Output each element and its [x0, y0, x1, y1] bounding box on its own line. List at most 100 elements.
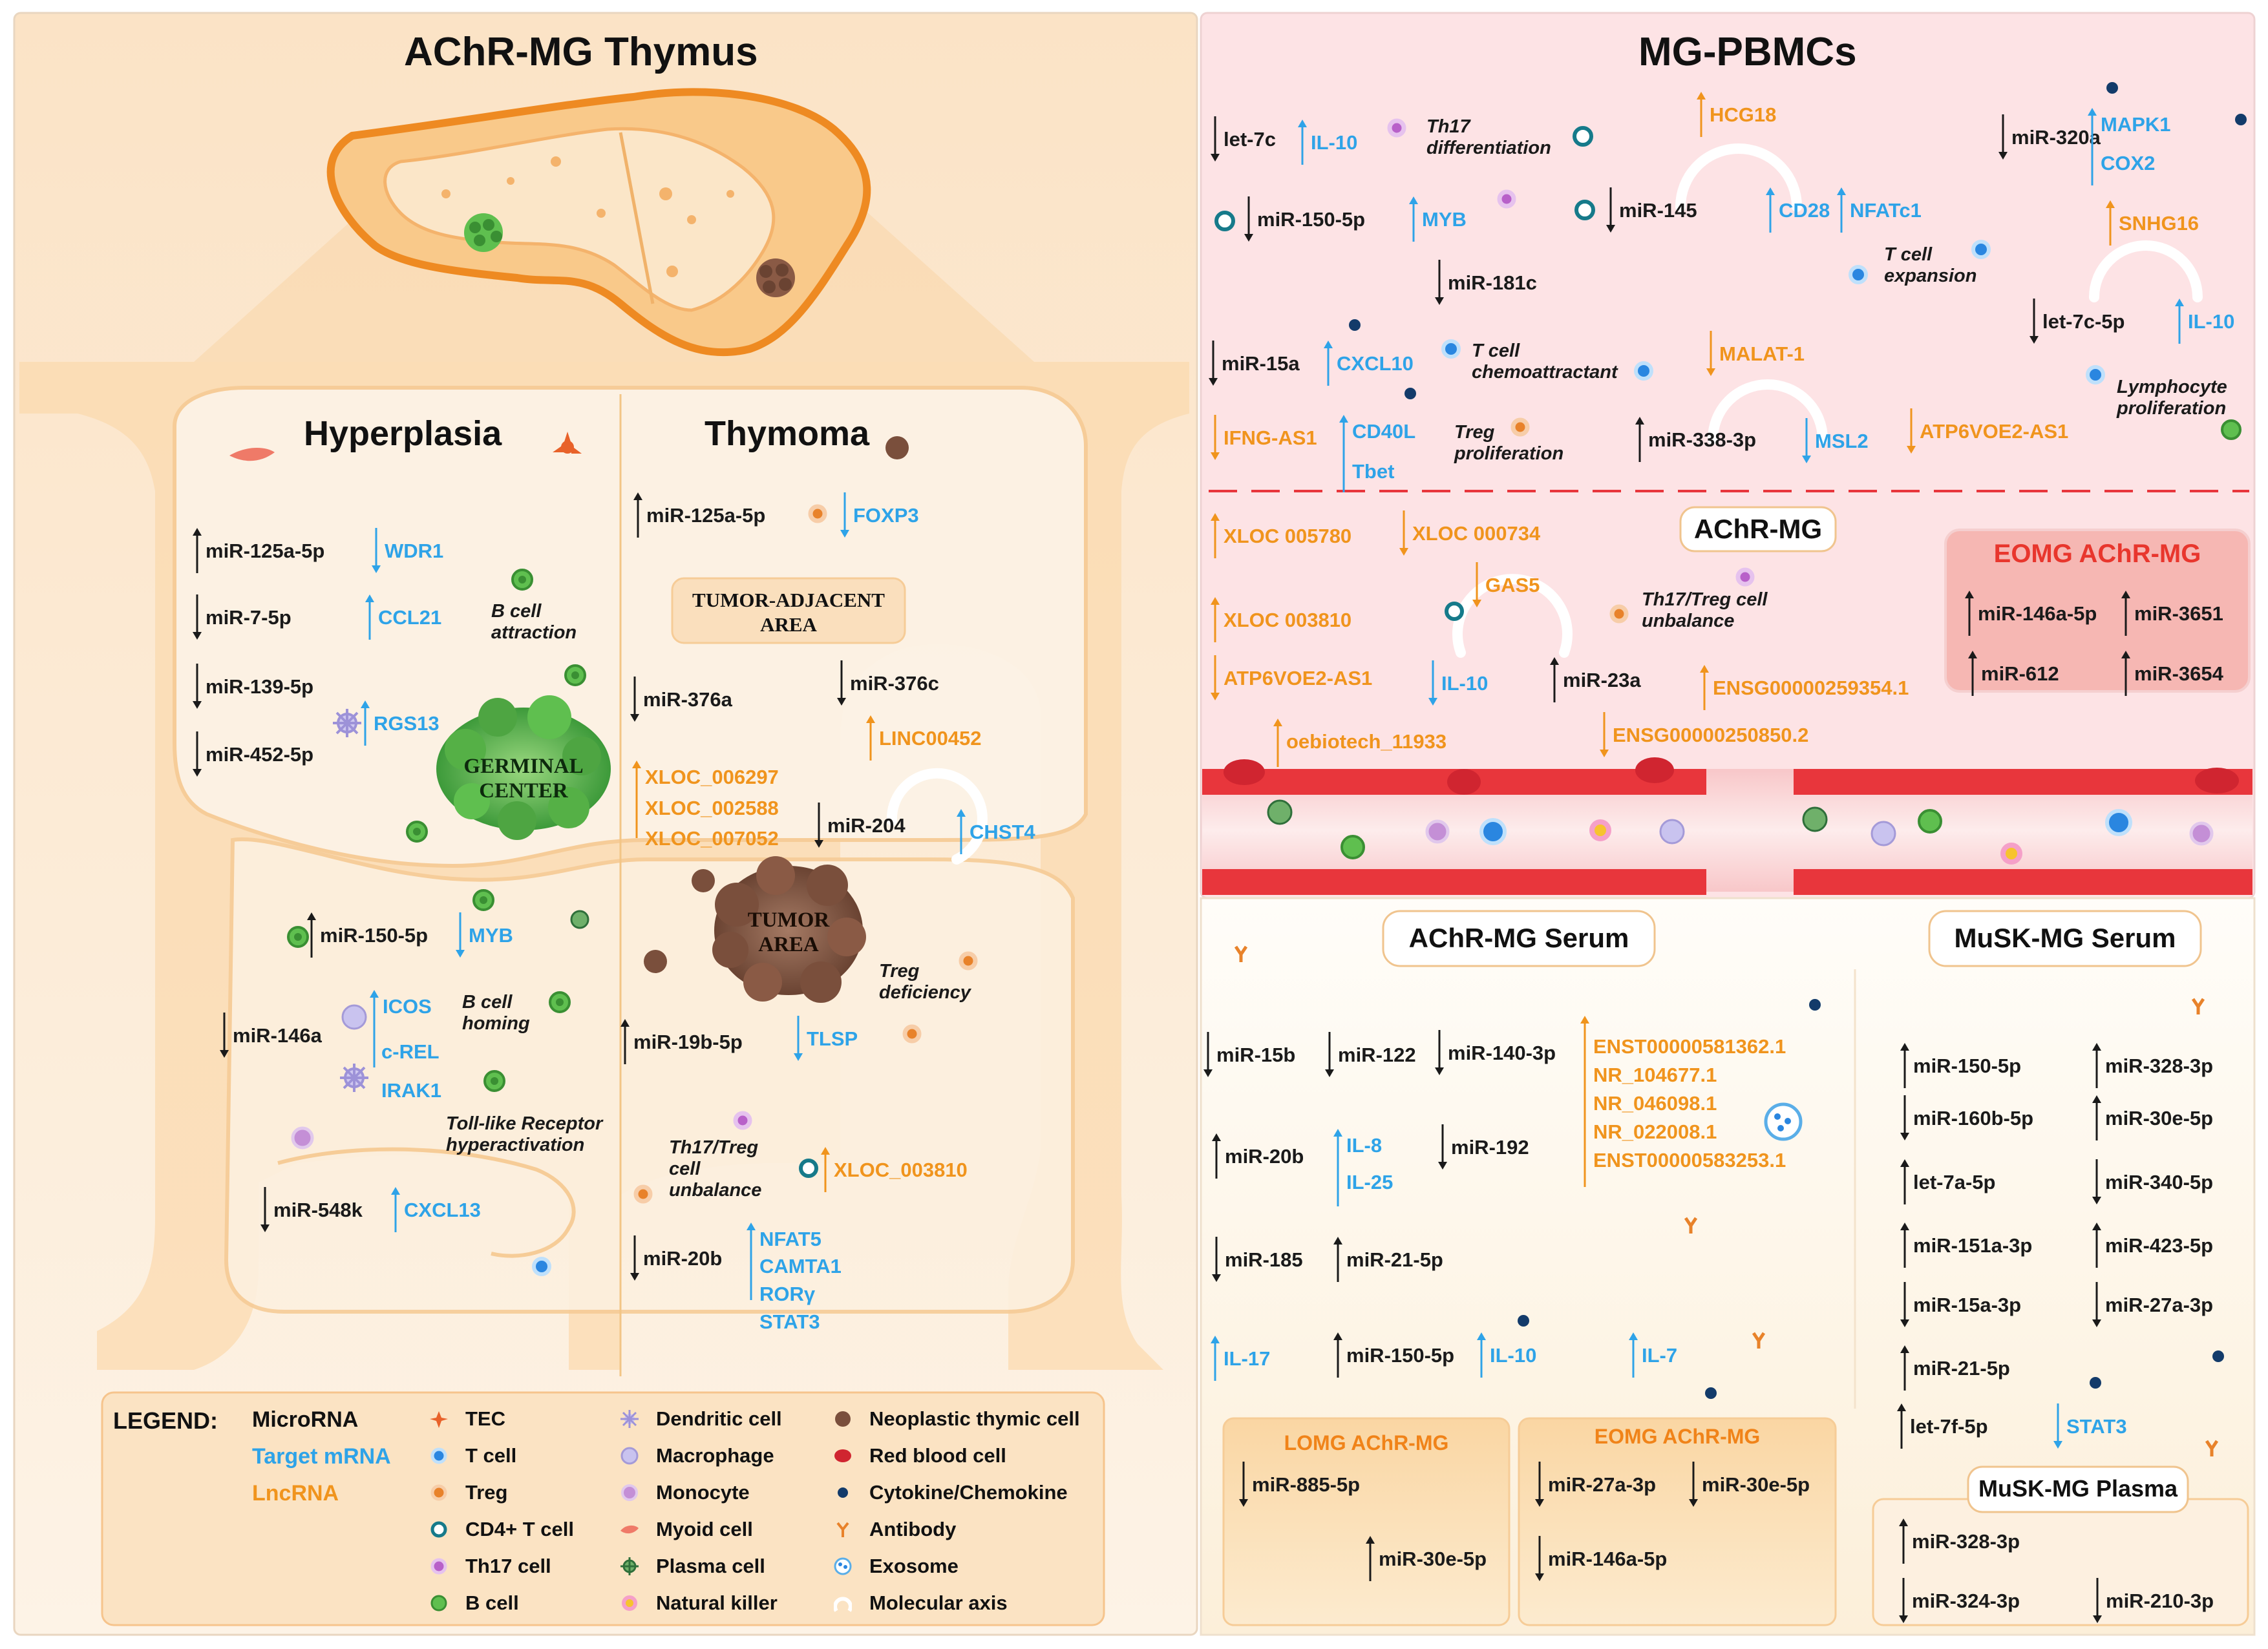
musk_serum-m-mir151a-label: miR-151a-3p	[1913, 1234, 2033, 1257]
achr_serum-s-il8-label: IL-8	[1346, 1134, 1383, 1157]
thymoma-chst4-label: CHST4	[970, 821, 1035, 843]
achr_mg-xloc003810-label: XLOC 003810	[1224, 609, 1352, 631]
achr_mg-mir23a-label: miR-23a	[1563, 669, 1641, 691]
legend-neoplastic-icon	[834, 1410, 852, 1431]
thymus-tumor-cluster	[756, 258, 795, 297]
hyperplasia-mir139-label: miR-139-5p	[206, 675, 314, 698]
pbmc-let7c5p-label: let-7c-5p	[2042, 310, 2125, 333]
pbmc-mir181c-label: miR-181c	[1448, 271, 1537, 294]
legend-rbc-icon	[834, 1447, 852, 1468]
legend-cell-label: TEC	[465, 1407, 505, 1430]
legend-plasma-icon	[620, 1557, 639, 1579]
thymoma-xloc007052-label: XLOC_007052	[645, 827, 779, 850]
achr-mg-label: AChR-MG	[1693, 514, 1823, 544]
pbmc-hcg18-label: HCG18	[1710, 103, 1777, 126]
pbmc-mir15a-label: miR-15a	[1222, 352, 1300, 375]
lomg-l-mir885-label: miR-885-5p	[1252, 1473, 1361, 1496]
thymus-gc-cluster	[464, 213, 503, 252]
cd4-cells	[799, 126, 1595, 1178]
legend-box	[101, 1391, 1105, 1626]
musk_serum-m-mir30e-label: miR-30e-5p	[2105, 1107, 2214, 1129]
hyperplasia-mir452-label: miR-452-5p	[206, 743, 314, 766]
legend-th17-icon	[430, 1557, 448, 1579]
eomg_serum-es-mir30e-label: miR-30e-5p	[1702, 1473, 1810, 1496]
pbmc-mir150-p-label: miR-150-5p	[1257, 208, 1366, 231]
hyperplasia-myb-label: MYB	[469, 924, 513, 947]
musk_serum-m-mir423-label: miR-423-5p	[2105, 1234, 2214, 1257]
legend-title: LEGEND:	[113, 1407, 218, 1434]
legend-macrophage-icon	[620, 1447, 639, 1468]
pbmc-atp6voe2-a-label: ATP6VOE2-AS1	[1920, 420, 2069, 443]
legend-cd4-icon	[430, 1520, 448, 1542]
serum-lncrna-item: NR_046098.1	[1593, 1092, 1717, 1115]
thymoma-mir20b-t-label: miR-20b	[643, 1247, 723, 1270]
legend-cell-label: Treg	[465, 1481, 508, 1504]
cytokines	[1349, 82, 2247, 1399]
note-b-homing: B cell homing	[462, 992, 530, 1034]
legend-axis-icon	[833, 1594, 853, 1615]
legend-cell-label: Exosome	[869, 1555, 959, 1577]
neoplastic-cells	[644, 436, 909, 973]
achr_serum-s-mir21-label: miR-21-5p	[1346, 1248, 1443, 1271]
legend-cell-label: Natural killer	[656, 1591, 778, 1614]
thymoma-stat3-t-label: STAT3	[759, 1310, 820, 1333]
pbmc-tbet-label: Tbet	[1352, 460, 1395, 483]
legend-tcell-icon	[430, 1447, 448, 1468]
achr_serum-s-mir20b-label: miR-20b	[1225, 1145, 1304, 1168]
achr_serum-s-mir185-label: miR-185	[1225, 1248, 1303, 1271]
serum-lncrna-item: NR_022008.1	[1593, 1120, 1717, 1143]
achr-serum-title: AChR-MG Serum	[1408, 923, 1629, 953]
tumor-blob	[712, 856, 866, 1003]
musk-serum-title: MuSK-MG Serum	[1954, 923, 2176, 953]
legend-treg-icon	[430, 1484, 448, 1505]
achr_serum-s-mir122-label: miR-122	[1338, 1044, 1416, 1066]
musk_plasma-p-mir324-label: miR-324-3p	[1912, 1590, 2020, 1612]
note-t-expansion: T cell expansion	[1884, 244, 1977, 286]
germinal-center-blob	[436, 695, 611, 840]
achr_mg-atp6voe2-b-label: ATP6VOE2-AS1	[1224, 667, 1373, 689]
achr_mg-xloc005780-label: XLOC 005780	[1224, 525, 1352, 547]
hyperplasia-rgs13-label: RGS13	[374, 712, 440, 735]
achr_serum-s-il7-label: IL-7	[1642, 1344, 1678, 1367]
note-th17-thymoma: Th17/Treg cell unbalance	[669, 1137, 762, 1201]
legend-cell-label: Molecular axis	[869, 1591, 1008, 1614]
serum-lncrna-item: ENST00000583253.1	[1593, 1149, 1786, 1171]
pbmc-malat1-label: MALAT-1	[1719, 342, 1805, 365]
blood-vessel	[1202, 757, 2252, 895]
thymoma-foxp3-label: FOXP3	[853, 504, 919, 527]
thymoma-mir125a-t-label: miR-125a-5p	[646, 504, 766, 527]
axis-arc-thymoma	[886, 768, 988, 865]
pbmc-cox2-label: COX2	[2101, 152, 2156, 174]
note-th17-diff: Th17 differentiation	[1426, 116, 1551, 158]
achr_mg-xloc000734-label: XLOC 000734	[1412, 522, 1541, 545]
pbmc-cd40l-label: CD40L	[1352, 420, 1416, 443]
pbmc-mapk1-label: MAPK1	[2101, 113, 2171, 136]
eomg-pbmc-box	[1944, 529, 2251, 693]
th17-cells	[733, 118, 1755, 1130]
germinal-center-label: GERMINAL CENTER	[463, 755, 584, 803]
pbmc-nfatc1-label: NFATc1	[1850, 199, 1922, 222]
hyperplasia-crel-label: c-REL	[381, 1040, 440, 1063]
pbmc-il10-b-label: IL-10	[2188, 310, 2235, 333]
note-b-attraction: B cell attraction	[491, 601, 577, 643]
plasma-cells	[570, 799, 1828, 929]
title-hyperplasia: Hyperplasia	[304, 414, 502, 453]
legend-cell-label: Cytokine/Chemokine	[869, 1481, 1068, 1504]
legend-cell-label: Monocyte	[656, 1481, 750, 1504]
tumor-adjacent-label: TUMOR-ADJACENT AREA	[692, 589, 885, 636]
serum-lncrna-item: ENST00000581362.1	[1593, 1035, 1786, 1058]
legend-cell-label: Antibody	[869, 1518, 957, 1540]
lomg-title: LOMG AChR-MG	[1284, 1431, 1449, 1455]
eomg_pbmc-e-mir612-label: miR-612	[1981, 662, 2059, 685]
legend-cell-label: Neoplastic thymic cell	[869, 1407, 1080, 1430]
musk_plasma-p-mir328-label: miR-328-3p	[1912, 1530, 2020, 1553]
axis-arc-gas5	[1452, 574, 1573, 658]
serum-lncrna-item: NR_104677.1	[1593, 1064, 1717, 1086]
thymoma-rorg-label: RORγ	[759, 1283, 816, 1305]
pbmc-ifngas1-label: IFNG-AS1	[1224, 426, 1317, 449]
achr_mg-il10-c-label: IL-10	[1441, 672, 1489, 695]
hyperplasia-mir7-label: miR-7-5p	[206, 606, 291, 629]
legend-cell-label: Macrophage	[656, 1444, 774, 1467]
musk_serum-m-let7f-label: let-7f-5p	[1910, 1415, 1988, 1438]
